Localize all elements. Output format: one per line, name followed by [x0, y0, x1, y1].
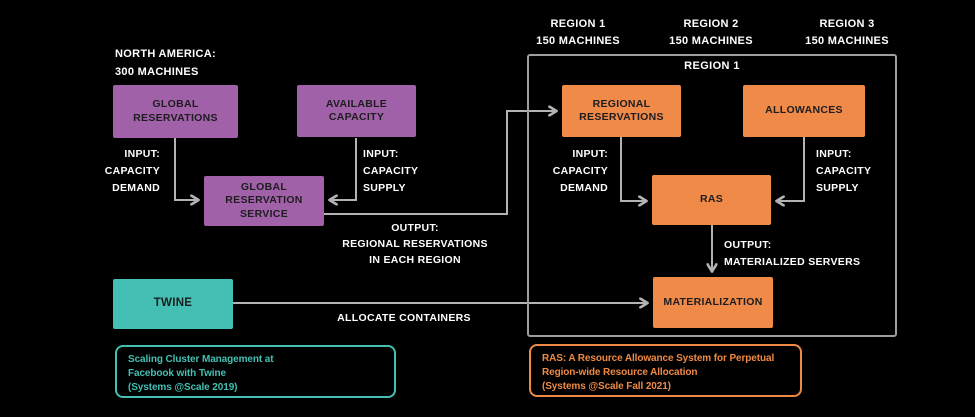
- region-input-demand-l2: CAPACITY: [552, 165, 608, 177]
- twine-caption-l3: (Systems @Scale 2019): [128, 382, 238, 393]
- ras-caption-l3: (Systems @Scale Fall 2021): [542, 381, 671, 392]
- region-input-demand-l1: INPUT:: [572, 148, 608, 160]
- allocate-containers-label: ALLOCATE CONTAINERS: [337, 312, 471, 324]
- region-1-container: [527, 54, 897, 337]
- regional-reservations-box: REGIONAL RESERVATIONS: [562, 85, 681, 137]
- output-materialized-l2: MATERIALIZED SERVERS: [724, 256, 861, 268]
- region-2-header-machines: 150 MACHINES: [669, 35, 753, 47]
- left-input-supply-l1: INPUT:: [363, 148, 399, 160]
- output-regional-reservations-label: OUTPUT: REGIONAL RESERVATIONS IN EACH RE…: [330, 220, 500, 268]
- global-reservation-service-box: GLOBAL RESERVATION SERVICE: [204, 176, 324, 226]
- connector-available-capacity-to-grs: [330, 138, 357, 200]
- ras-box: RAS: [652, 175, 771, 225]
- left-input-demand-l3: DEMAND: [112, 182, 160, 194]
- region-2-header-name: REGION 2: [683, 18, 739, 30]
- region-3-header-name: REGION 3: [819, 18, 875, 30]
- output-regional-l2: REGIONAL RESERVATIONS: [342, 238, 488, 250]
- region-1-header-machines: 150 MACHINES: [536, 35, 620, 47]
- output-materialized-servers-label: OUTPUT: MATERIALIZED SERVERS: [724, 237, 860, 271]
- materialization-box: MATERIALIZATION: [653, 277, 773, 328]
- region-input-supply-l1: INPUT:: [816, 148, 852, 160]
- twine-paper-caption: Scaling Cluster Management at Facebook w…: [115, 345, 396, 398]
- output-regional-l1: OUTPUT:: [391, 222, 439, 234]
- left-input-capacity-demand-label: INPUT: CAPACITY DEMAND: [86, 146, 160, 197]
- left-input-supply-l3: SUPPLY: [363, 182, 406, 194]
- region-input-demand-l3: DEMAND: [560, 182, 608, 194]
- region-input-capacity-supply-label: INPUT: CAPACITY SUPPLY: [816, 146, 871, 197]
- north-america-line2: 300 MACHINES: [115, 66, 199, 78]
- region-3-header-machines: 150 MACHINES: [805, 35, 889, 47]
- twine-caption-l1: Scaling Cluster Management at: [128, 354, 274, 365]
- twine-caption-l2: Facebook with Twine: [128, 368, 226, 379]
- north-america-header: NORTH AMERICA: 300 MACHINES: [115, 45, 216, 81]
- region-input-capacity-demand-label: INPUT: CAPACITY DEMAND: [534, 146, 608, 197]
- output-materialized-l1: OUTPUT:: [724, 239, 772, 251]
- left-input-demand-l1: INPUT:: [124, 148, 160, 160]
- output-regional-l3: IN EACH REGION: [369, 254, 461, 266]
- region-input-supply-l3: SUPPLY: [816, 182, 859, 194]
- ras-caption-l2: Region-wide Resource Allocation: [542, 367, 698, 378]
- region-1-header: REGION 1 150 MACHINES: [503, 16, 653, 50]
- ras-caption-l1: RAS: A Resource Allowance System for Per…: [542, 353, 775, 364]
- region-3-header: REGION 3 150 MACHINES: [772, 16, 922, 50]
- ras-paper-caption: RAS: A Resource Allowance System for Per…: [529, 344, 802, 397]
- north-america-line1: NORTH AMERICA:: [115, 48, 216, 60]
- global-reservations-box: GLOBAL RESERVATIONS: [113, 85, 238, 138]
- region-1-header-name: REGION 1: [550, 18, 606, 30]
- available-capacity-box: AVAILABLE CAPACITY: [297, 85, 416, 137]
- connector-global-reservations-to-grs: [174, 138, 198, 200]
- left-input-supply-l2: CAPACITY: [363, 165, 419, 177]
- allowances-box: ALLOWANCES: [743, 85, 865, 137]
- left-input-capacity-supply-label: INPUT: CAPACITY SUPPLY: [363, 146, 418, 197]
- region-2-header: REGION 2 150 MACHINES: [636, 16, 786, 50]
- left-input-demand-l2: CAPACITY: [104, 165, 160, 177]
- region-input-supply-l2: CAPACITY: [816, 165, 872, 177]
- region-1-container-title: REGION 1: [684, 60, 740, 72]
- twine-box: TWINE: [113, 279, 233, 329]
